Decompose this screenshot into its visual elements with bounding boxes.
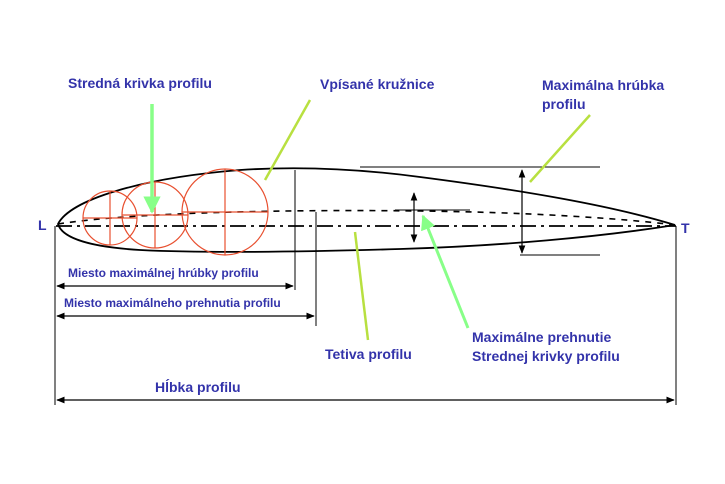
label-leading-edge: L (38, 217, 47, 233)
label-mean-camber-line: Stredná krivka profilu (68, 75, 212, 91)
pointer-inscribed-circles (263, 99, 312, 181)
label-max-camber-line2: Strednej krivky profilu (472, 348, 620, 364)
mean-camber-line (57, 209, 676, 226)
label-profile-depth: Hĺbka profilu (155, 378, 241, 395)
pointer-max-thickness (529, 114, 591, 183)
label-max-thickness-line1: Maximálna hrúbka (542, 77, 664, 93)
inscribed-circles (82, 168, 269, 256)
label-max-thickness-line2: profilu (542, 96, 586, 112)
label-inscribed-circles: Vpísané kružnice (320, 76, 435, 92)
pointer-chord (353, 231, 370, 341)
label-max-camber-position: Miesto maximálneho prehnutia profilu (64, 296, 281, 310)
pointer-max-camber (421, 214, 470, 329)
label-chord: Tetiva profilu (325, 346, 412, 362)
label-max-camber-line1: Maximálne prehnutie (472, 329, 611, 345)
label-max-thickness-position: Miesto maximálnej hrúbky profilu (68, 266, 259, 280)
label-trailing-edge: T (681, 220, 690, 236)
